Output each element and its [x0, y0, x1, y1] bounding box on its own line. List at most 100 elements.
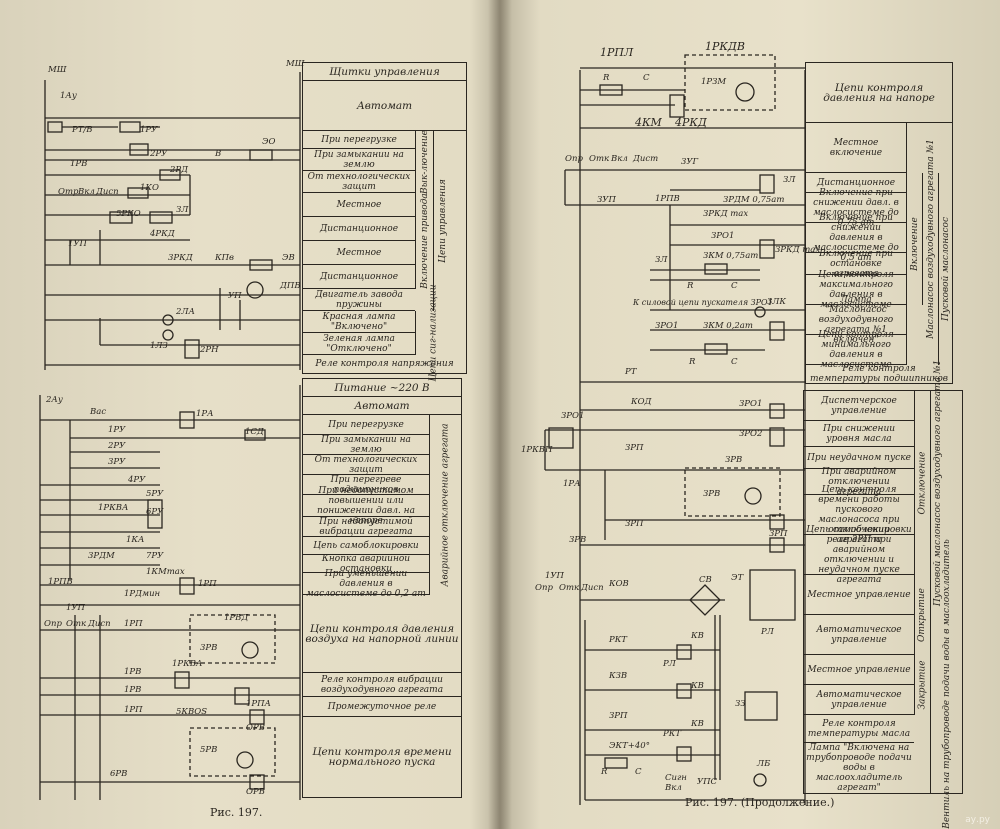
vertical-label: Аварийное отключение агрегата: [429, 415, 461, 595]
coil-ev: [249, 259, 273, 271]
label-rkt: РКТ: [663, 729, 681, 739]
label-rl: РЛ: [663, 659, 676, 669]
label-5ru: 5РУ: [146, 489, 164, 499]
table-row: Цепи контроля давления воздуха на напорн…: [303, 595, 461, 673]
label-2rd: 2РД: [170, 165, 189, 175]
label-c: С: [731, 281, 738, 291]
table-row: Цепи контроля времени нормального пуска: [312, 746, 452, 768]
label-1up: 1УП: [545, 571, 564, 581]
label-1up: 1УП: [66, 603, 85, 613]
left-top-table: Щитки управления Автомат При перегрузке …: [302, 62, 467, 382]
label-opr: Опр: [535, 583, 553, 593]
label-ekt: ЭКТ+40°: [609, 741, 650, 751]
label-5rko: 5РКО: [116, 209, 141, 219]
motor-spring: [246, 281, 264, 299]
table-row: Включение при снижении давл. в маслосист…: [806, 188, 906, 228]
table-row: Местное управление: [804, 655, 914, 685]
label-3rdm: 3РДМ: [88, 551, 115, 561]
table-row: Реле контроля температуры подшипников: [809, 364, 949, 384]
label-sv: СВ: [699, 575, 712, 585]
label-zrp: ЗРП: [769, 529, 788, 539]
label-sign: Сигн: [665, 773, 687, 783]
label-kpv: КПв: [215, 253, 234, 263]
label-kv: КВ: [691, 631, 704, 641]
label-vas: Вас: [90, 407, 107, 417]
dashed-1rkdv: [684, 54, 776, 111]
label-dist: Дист: [633, 154, 659, 164]
table-row: Автомат: [303, 397, 461, 415]
table-row: Автоматическое управление: [804, 615, 914, 655]
table-header: Щитки управления: [303, 63, 466, 81]
book-gutter: [488, 0, 512, 829]
label-c: С: [643, 73, 650, 83]
label-zro2: ЗРО2: [739, 429, 763, 439]
label-2rn: 2РН: [200, 345, 219, 355]
label-disp: Дисп: [581, 583, 604, 593]
label-1rv: 1РВ: [70, 159, 88, 169]
table-row: Цепь самоблокировки: [303, 537, 429, 555]
label-1ru: 1РУ: [108, 425, 126, 435]
label-c: С: [635, 767, 642, 777]
label-otk: Отк: [66, 619, 87, 629]
label-otk: Отк: [559, 583, 580, 593]
label-otk: Отк: [589, 154, 610, 164]
table-row: Дистанционное: [303, 265, 415, 289]
label-zz: ЗЗ: [735, 699, 746, 709]
table-row: Реле контроля напряжения: [315, 359, 454, 369]
label-opr: Опр: [44, 619, 62, 629]
label-ev: ЭВ: [282, 253, 295, 263]
table-row: Дистанционное: [303, 217, 415, 241]
label-vkl: Вкл: [78, 187, 95, 197]
breaker-box: [47, 121, 63, 133]
label-et: ЭТ: [731, 573, 744, 583]
label-1rdmin: 1РДмин: [124, 589, 161, 599]
label-zrp: ЗРП: [625, 443, 644, 453]
label-1rp: 1РП: [198, 579, 217, 589]
label-1ko: 1КО: [140, 183, 159, 193]
table-row: Зеленая лампа "Отключено": [303, 333, 415, 355]
table-row: При недопустимом повышении или понижении…: [303, 486, 429, 526]
table-row: Красная лампа "Включено": [303, 311, 415, 333]
label-vkl: Вкл: [611, 154, 628, 164]
label-1rpv: 1РПВ: [48, 577, 73, 587]
label-2la: 2ЛА: [176, 307, 195, 317]
label-1rpa: 1РПА: [246, 699, 271, 709]
left-page: Щитки управления Автомат При перегрузке …: [0, 0, 495, 829]
label-kod: КОД: [631, 397, 652, 407]
coil-stack: [147, 499, 163, 529]
label-3rkd: 3РКД: [168, 253, 193, 263]
coil-zl: [759, 174, 775, 194]
table-row: Местное управление: [804, 575, 914, 615]
label-6rv: 6РВ: [110, 769, 128, 779]
label-4rkd: 4РКД: [150, 229, 175, 239]
label-rl: РЛ: [761, 627, 774, 637]
label-disp: Дисп: [88, 619, 111, 629]
label-zlk: ЗЛК: [767, 297, 786, 307]
label-r: R: [689, 357, 696, 367]
label-zrp: ЗРП: [625, 519, 644, 529]
right-bottom-table: Диспетчерское управление При снижении ур…: [803, 360, 963, 829]
left-schematic: [39, 72, 301, 800]
label-1ra: 1РА: [196, 409, 214, 419]
right-schematic: [544, 54, 806, 805]
label-zro1: ЗРО1: [739, 399, 763, 409]
label-rt: РТ/В: [72, 125, 93, 135]
label-3rv: 3РВ: [200, 643, 218, 653]
label-7ru: 7РУ: [146, 551, 164, 561]
table-row: Цепь самоблокировки реле 3РП при аварийн…: [804, 525, 914, 585]
vertical-label: Пусковой маслонасос: [938, 173, 954, 365]
coil-1rp: [179, 577, 195, 595]
label-dpv: ДПВ: [280, 281, 301, 291]
label-disp: Дисп: [96, 187, 119, 197]
label-1up: 1УП: [68, 239, 87, 249]
label-2ru: 2РУ: [108, 441, 126, 451]
label-1rv: 1РВ: [124, 685, 142, 695]
table-row: Кнопка аварийной остановки: [303, 554, 429, 574]
bridge-rectifier: [689, 584, 721, 616]
table-row: Автомат: [303, 81, 466, 131]
label-r: R: [687, 281, 694, 291]
label-k-silovoy: К силовой цепи пускателя ЗРО1: [633, 298, 773, 307]
label-ups: УПС: [697, 777, 718, 787]
table-row: От технологических защит: [303, 455, 429, 475]
table-row: При аварийном отключении агрегата: [804, 467, 914, 497]
